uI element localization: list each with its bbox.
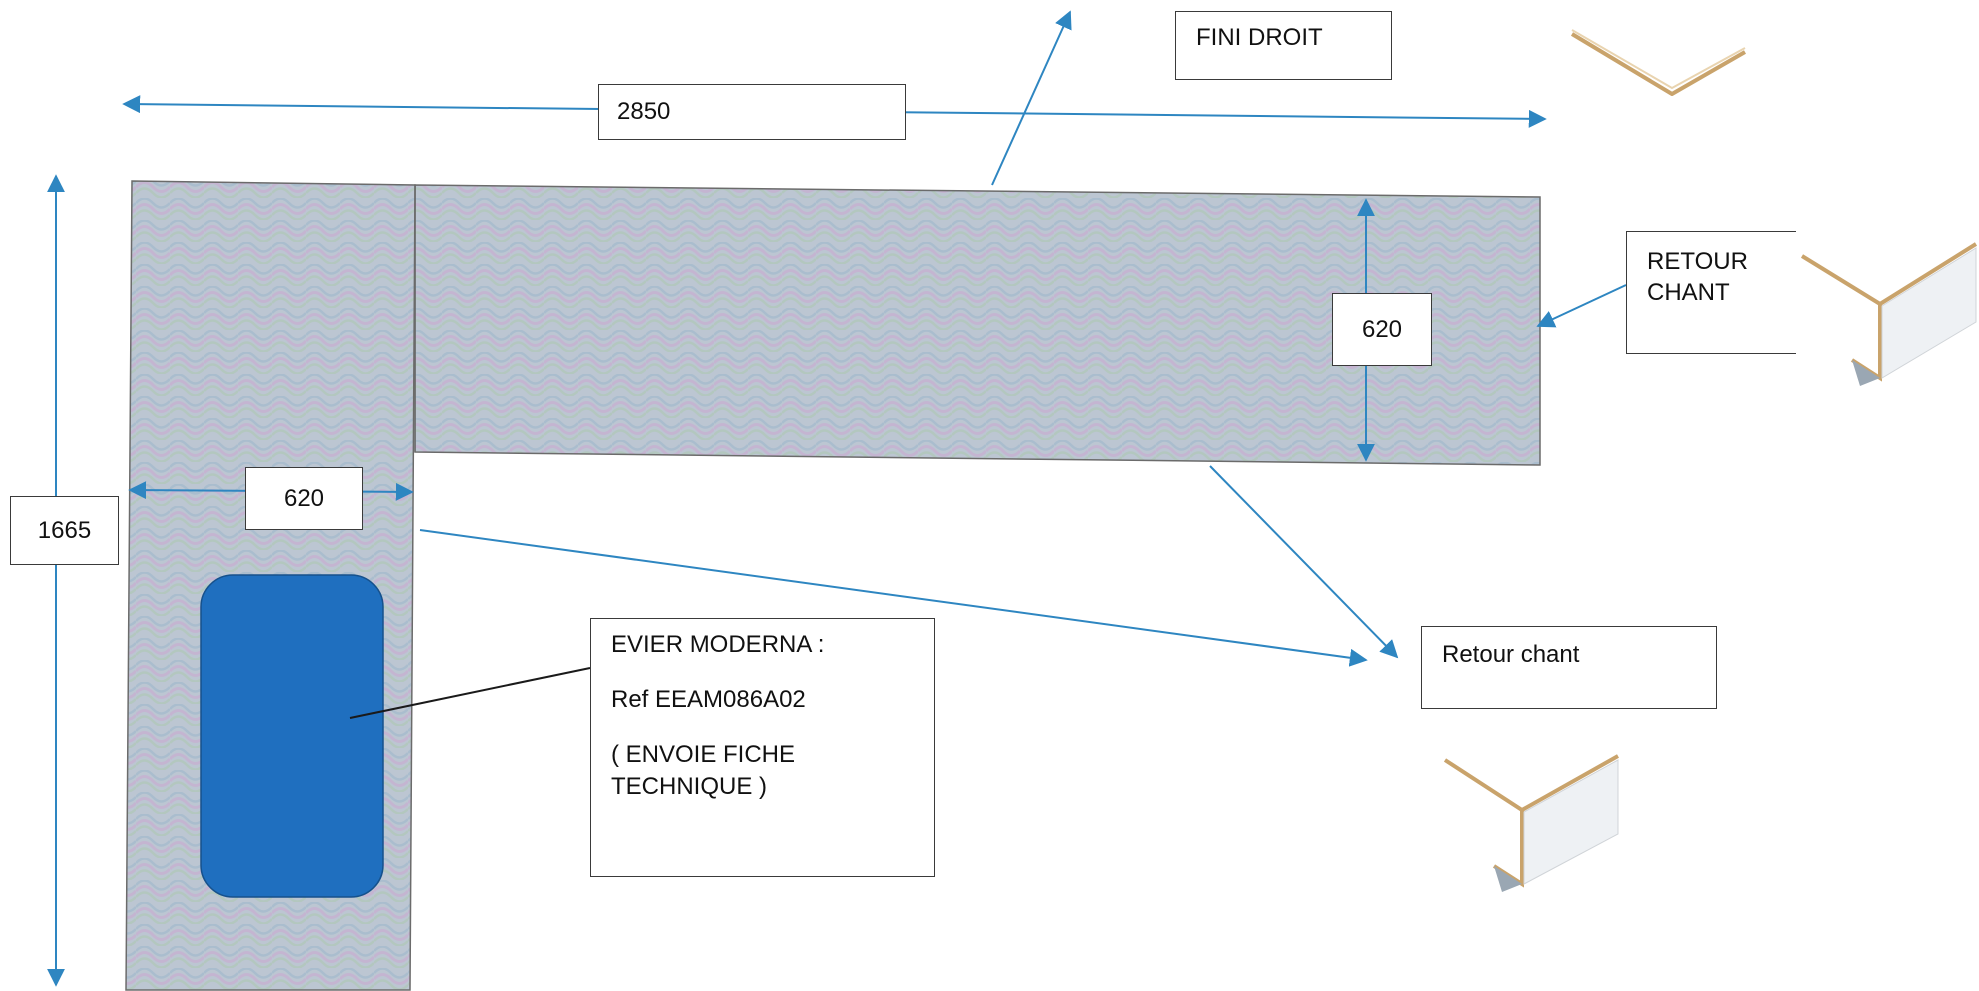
sink-title: EVIER MODERNA : (611, 631, 825, 658)
sink-note-line2: TECHNIQUE ) (611, 772, 767, 800)
sink-basin (200, 574, 384, 898)
label-retour-chant-top-line1: RETOUR (1647, 248, 1748, 275)
sink-ref: Ref EEAM086A02 (611, 686, 806, 714)
sink-note: EVIER MODERNA : Ref EEAM086A02 ( ENVOIE … (590, 618, 935, 877)
dimension-label-length: 2850 (598, 84, 906, 140)
edge-profile-return-icon (1443, 754, 1619, 892)
edge-profile-return-icon (1800, 242, 1978, 386)
label-retour-chant-top: RETOUR CHANT (1626, 231, 1796, 354)
label-retour-chant-low: Retour chant (1421, 626, 1717, 709)
leader-sink (349, 667, 591, 719)
leader-fini-droit (991, 10, 1072, 186)
leader-retour-chant-side (419, 529, 1368, 667)
dimension-label-top-depth: 620 (1332, 293, 1432, 366)
leader-retour-chant-top (1536, 284, 1627, 328)
leader-retour-chant-front (1209, 465, 1399, 659)
label-retour-chant-top-line2: CHANT (1647, 279, 1730, 307)
dimension-label-depth: 1665 (10, 496, 119, 565)
label-fini-droit: FINI DROIT (1175, 11, 1392, 80)
dimension-label-left-width: 620 (245, 467, 363, 530)
edge-profile-flat-icon (1570, 29, 1746, 96)
sink-note-line1: ( ENVOIE FICHE (611, 741, 796, 769)
